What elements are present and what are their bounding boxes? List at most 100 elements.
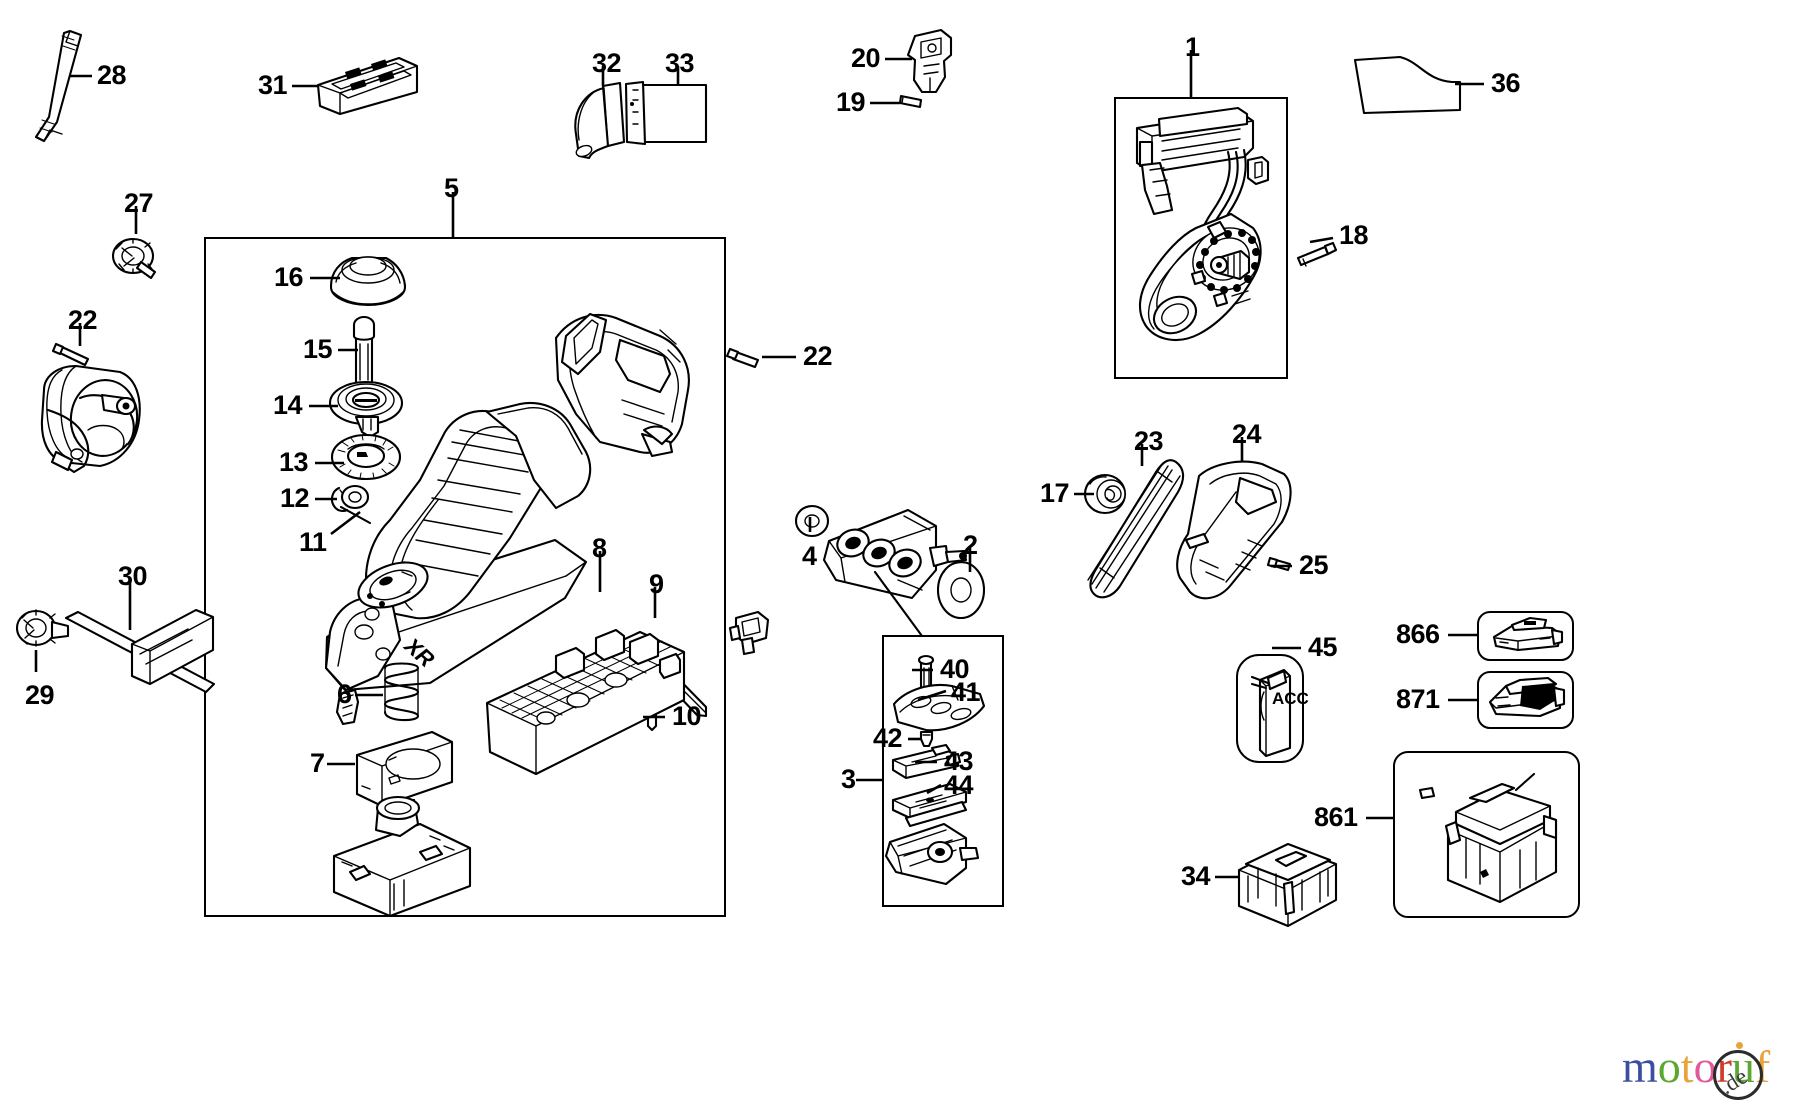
watermark-letter-3: o: [1693, 1041, 1717, 1092]
frame-main-assembly: [204, 237, 726, 917]
part-3-cutter-drum-top: [822, 508, 968, 600]
callout-8: 8: [592, 533, 607, 563]
watermark-letter-1: o: [1657, 1041, 1681, 1092]
callout-23: 23: [1134, 426, 1164, 456]
part-6-spring: [383, 662, 420, 722]
part-29-knob-screw: [15, 609, 70, 647]
part-7-sub-plate: [355, 730, 454, 808]
callout-7: 7: [310, 748, 325, 778]
callout-44: 44: [944, 770, 974, 800]
callout-leaders: [34, 50, 1484, 879]
part-866-battery-pack: [1492, 616, 1564, 652]
callout-18: 18: [1339, 220, 1369, 250]
part-25-screw: [1266, 556, 1292, 572]
callout-28: 28: [97, 60, 127, 90]
part-41-cutter-blade: [892, 683, 986, 732]
callout-34: 34: [1181, 861, 1211, 891]
part-20-bracket: [906, 28, 953, 94]
part-861-tool-case: [1418, 772, 1558, 904]
callout-30: 30: [118, 561, 148, 591]
callout-22: 22: [68, 305, 98, 335]
leader-44: [926, 783, 942, 795]
callout-19: 19: [836, 87, 866, 117]
callout-14: 14: [273, 390, 303, 420]
callout-29: 29: [25, 680, 55, 710]
callout-27: 27: [124, 188, 154, 218]
callout-24: 24: [1232, 419, 1262, 449]
callout-12: 12: [280, 483, 310, 513]
callout-25: 25: [1299, 550, 1329, 580]
part-27-knob: [111, 237, 157, 280]
watermark-letter-2: t: [1680, 1041, 1694, 1092]
part-871-charger: [1488, 676, 1566, 718]
callout-40: 40: [940, 654, 970, 684]
part-2-pulley: [936, 560, 986, 620]
part-23-drive-belt: [1087, 459, 1185, 599]
part-22-screw-right: [725, 347, 760, 369]
callout-22: 22: [803, 341, 833, 371]
callout-866: 866: [1396, 619, 1440, 649]
callout-5: 5: [444, 173, 459, 203]
part-1-motor-gearbox-assembly: [1135, 106, 1270, 342]
callout-4: 4: [802, 541, 817, 571]
part-3-drum-lower: [884, 800, 980, 886]
part-18-screw: [1296, 241, 1338, 267]
part-44-blade-plate: [891, 782, 968, 820]
frame-shoe-detail: [882, 635, 1004, 907]
callout-9: 9: [649, 569, 664, 599]
leader-41: [917, 689, 947, 702]
part-28-hex-key: [34, 29, 83, 143]
part-36-shim: [1353, 55, 1462, 115]
callout-10: 10: [672, 701, 702, 731]
callout-36: 36: [1491, 68, 1521, 98]
callout-43: 43: [944, 746, 974, 776]
part-19-pin: [898, 94, 923, 109]
leader-11: [330, 510, 361, 536]
part-12-washer: [340, 484, 370, 510]
part-22-screw-left: [51, 342, 90, 367]
callout-42: 42: [873, 723, 903, 753]
callout-2: 2: [963, 530, 978, 560]
callout-32: 32: [592, 48, 622, 78]
frame-acc-switch: [1236, 654, 1304, 763]
gearbox-spindle: [1209, 249, 1251, 281]
callout-871: 871: [1396, 684, 1440, 714]
part-30-guide-fence: [64, 608, 216, 694]
part-4-washer: [794, 504, 830, 538]
part-15-bolt: [352, 315, 376, 390]
callout-16: 16: [274, 262, 304, 292]
callout-17: 17: [1040, 478, 1070, 508]
part-17-bearing: [1083, 473, 1127, 515]
part-24-belt-cover: [1176, 460, 1292, 600]
part-34-battery-tray: [1237, 842, 1338, 928]
part-9-small-bracket: [728, 610, 770, 656]
callout-1: 1: [1185, 32, 1200, 62]
part-14-depth-dial: [328, 380, 404, 439]
callout-41: 41: [951, 677, 981, 707]
part-5-handle-module: [554, 312, 690, 458]
frame-toolcase: [1393, 751, 1580, 918]
callout-15: 15: [303, 334, 333, 364]
frame-motor-gearbox: [1114, 97, 1288, 379]
part-32-dust-elbow: [574, 81, 626, 160]
callout-31: 31: [258, 70, 288, 100]
watermark-circle: [1713, 1050, 1763, 1100]
part-5-drum-housing: [332, 795, 472, 918]
watermark-letter-0: m: [1622, 1041, 1658, 1092]
part-31-plate: [316, 56, 419, 116]
part-5-base-grid-plate: [485, 628, 686, 776]
part-42-rivet: [919, 730, 934, 748]
part-5-main-housing: [324, 402, 592, 726]
callout-45: 45: [1308, 632, 1338, 662]
callout-861: 861: [1314, 802, 1358, 832]
watermark-dot: [1736, 1042, 1743, 1049]
part-13-scale-ring: [330, 433, 402, 481]
callout-33: 33: [665, 48, 695, 78]
part-33-dust-bag: [624, 80, 708, 146]
callout-3: 3: [841, 764, 856, 794]
callout-20: 20: [851, 43, 881, 73]
callout-13: 13: [279, 447, 309, 477]
acc-badge-text: ACC: [1272, 689, 1309, 708]
